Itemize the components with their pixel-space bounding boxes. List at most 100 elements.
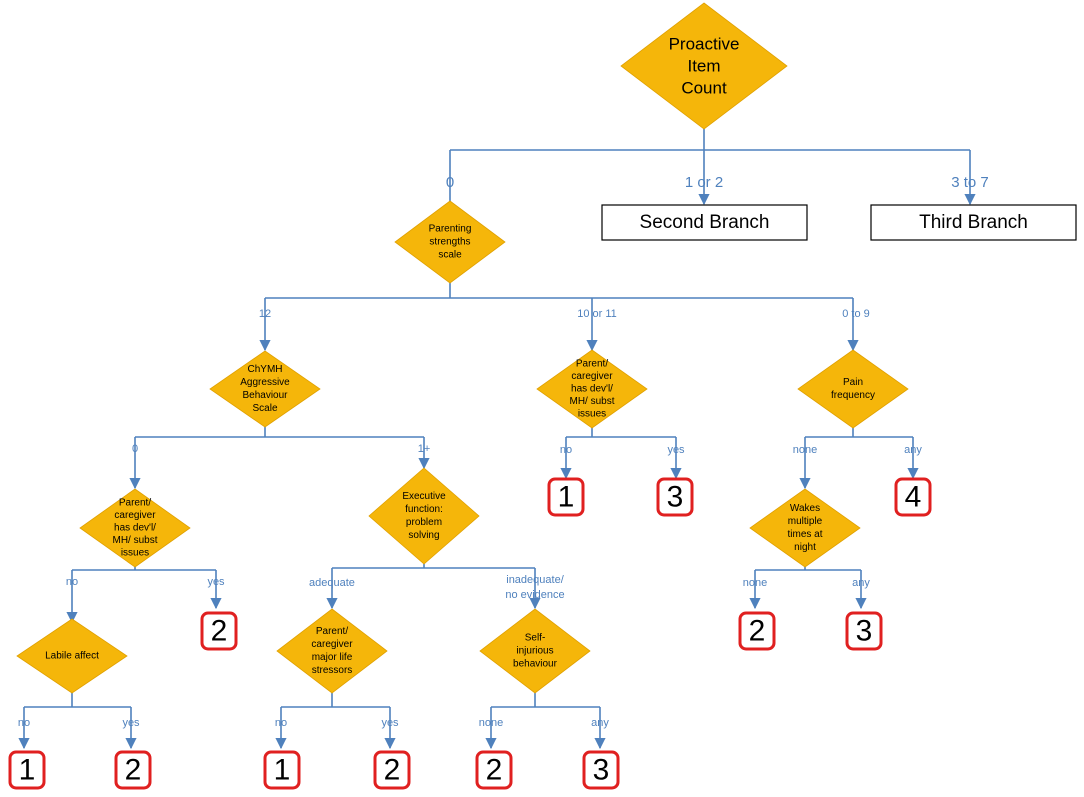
- decision-parent-dev-a-shape: [79, 488, 191, 568]
- decision-parent-dev-b-shape: [536, 349, 648, 429]
- decision-parent-stressors-text-line: caregiver: [311, 639, 353, 650]
- outcome-labile-no-border: [8, 750, 46, 790]
- outcome-self-injury-none: 2: [475, 750, 513, 790]
- branch-boxes: Second Branch Third Branch: [601, 204, 1077, 241]
- outcome-labile-yes-value: 2: [125, 754, 142, 787]
- decision-parent-dev-b-text-line: caregiver: [571, 371, 613, 382]
- second-branch-box-label: Second Branch: [640, 212, 770, 233]
- outcome-wakes-any-border: [845, 611, 883, 651]
- outcome-parent-dev-a-yes-border: [200, 611, 238, 651]
- outcome-parent-dev-b-yes: 3: [656, 477, 694, 517]
- third-branch-box-label: Third Branch: [919, 212, 1028, 233]
- outcome-nodes: 1 2 2 1 2 2 3 1 3 4 2 3: [8, 477, 932, 790]
- outcome-stressors-no-border: [263, 750, 301, 790]
- decision-self-injurious-text-line: behaviour: [513, 659, 558, 670]
- decision-parent-dev-b-text-line: has dev'l/: [571, 384, 613, 395]
- decision-parent-stressors-text-line: Parent/: [316, 626, 348, 637]
- decision-self-injurious-text-line: Self-: [525, 633, 546, 644]
- aggressive-label-1plus: 1+: [418, 443, 431, 455]
- parenting-label-12: 12: [259, 308, 271, 320]
- outcome-parent-dev-a-yes-value: 2: [211, 615, 228, 648]
- root-branch-label-1-or-2: 1 or 2: [685, 174, 723, 191]
- decision-aggressive-behaviour-text-line: Scale: [252, 403, 277, 414]
- decision-self-injurious: Self-injurious behaviour: [479, 608, 591, 694]
- aggressive-label-0: 0: [132, 443, 138, 455]
- wakes-label-any: any: [852, 577, 870, 589]
- parenting-label-10-or-11: 10 or 11: [577, 308, 617, 320]
- outcome-labile-no: 1: [8, 750, 46, 790]
- outcome-stressors-no-value: 1: [274, 754, 291, 787]
- root-decision-proactive-item-count-text-line: Count: [681, 79, 727, 98]
- decision-executive-function-text-line: Executive: [402, 491, 446, 502]
- parent-dev-a-label-no: no: [66, 576, 78, 588]
- outcome-labile-no-value: 1: [19, 754, 36, 787]
- decision-pain-frequency-text-line: Pain: [843, 377, 863, 388]
- decision-executive-function-text-line: problem: [406, 517, 442, 528]
- decision-aggressive-behaviour-text-line: ChYMH: [247, 364, 282, 375]
- decision-labile-affect-shape: [16, 618, 128, 694]
- decision-parent-stressors-shape: [276, 608, 388, 694]
- outcome-self-injury-any-value: 3: [593, 754, 610, 787]
- root-branch-label-3-to-7: 3 to 7: [951, 174, 989, 191]
- outcome-pain-any-value: 4: [905, 481, 922, 514]
- outcome-stressors-no: 1: [263, 750, 301, 790]
- decision-parent-stressors-text-line: major life: [312, 652, 353, 663]
- second-branch-box: Second Branch: [601, 204, 808, 241]
- outcome-self-injury-none-border: [475, 750, 513, 790]
- outcome-parent-dev-b-yes-border: [656, 477, 694, 517]
- self-injury-label-any: any: [591, 717, 609, 729]
- decision-aggressive-behaviour-text-line: Behaviour: [242, 390, 288, 401]
- decision-parent-dev-a-text-line: MH/ subst: [112, 535, 157, 546]
- decision-executive-function-text-line: solving: [408, 530, 439, 541]
- third-branch-box: Third Branch: [870, 204, 1077, 241]
- outcome-stressors-yes-value: 2: [384, 754, 401, 787]
- decision-wakes-night-shape: [749, 488, 861, 568]
- outcome-parent-dev-b-no-border: [547, 477, 585, 517]
- self-injury-label-none: none: [479, 717, 503, 729]
- decision-parenting-strengths-text-line: strengths: [429, 237, 470, 248]
- outcome-labile-yes: 2: [114, 750, 152, 790]
- outcome-wakes-none-border: [738, 611, 776, 651]
- decision-parent-dev-a-text-line: issues: [121, 548, 149, 559]
- parent-dev-b-label-yes: yes: [667, 444, 685, 456]
- second-branch-box-border: [601, 204, 808, 241]
- decision-wakes-night-text-line: times at: [787, 529, 822, 540]
- root-decision-proactive-item-count-shape: [620, 2, 788, 130]
- decision-labile-affect: Labile affect: [16, 618, 128, 694]
- decision-parent-stressors-text-line: stressors: [312, 665, 353, 676]
- decision-parent-dev-a-text-line: caregiver: [114, 510, 156, 521]
- outcome-parent-dev-a-yes: 2: [200, 611, 238, 651]
- connector-lines: [18, 129, 976, 750]
- decision-executive-function-shape: [368, 467, 480, 565]
- executive-label-inadequate: inadequate/: [506, 574, 564, 586]
- outcome-parent-dev-b-no: 1: [547, 477, 585, 517]
- wakes-label-none: none: [743, 577, 767, 589]
- outcome-pain-any: 4: [894, 477, 932, 517]
- parenting-label-0-to-9: 0 to 9: [842, 308, 870, 320]
- outcome-parent-dev-b-yes-value: 3: [667, 481, 684, 514]
- outcome-self-injury-any: 3: [582, 750, 620, 790]
- decision-parent-dev-b-text-line: issues: [578, 409, 606, 420]
- decision-self-injurious-text-line: injurious: [516, 646, 553, 657]
- decision-parenting-strengths-text-line: scale: [438, 250, 462, 261]
- outcome-parent-dev-b-no-value: 1: [558, 481, 575, 514]
- root-decision-proactive-item-count-text-line: Proactive: [669, 35, 740, 54]
- decision-pain-frequency-text-line: frequency: [831, 390, 875, 401]
- decision-parenting-strengths-text-line: Parenting: [429, 224, 472, 235]
- decision-pain-frequency-shape: [797, 349, 909, 429]
- decision-aggressive-behaviour-shape: [209, 350, 321, 428]
- outcome-wakes-any: 3: [845, 611, 883, 651]
- decision-self-injurious-shape: [479, 608, 591, 694]
- decision-parent-dev-a-text-line: has dev'l/: [114, 523, 156, 534]
- decision-wakes-night-text-line: multiple: [788, 516, 823, 527]
- decision-parenting-strengths: Parenting strengths scale: [394, 200, 506, 284]
- decision-parent-dev-b-text-line: MH/ subst: [569, 396, 614, 407]
- decision-labile-affect-text-line: Labile affect: [45, 651, 99, 662]
- outcome-wakes-none-value: 2: [749, 615, 766, 648]
